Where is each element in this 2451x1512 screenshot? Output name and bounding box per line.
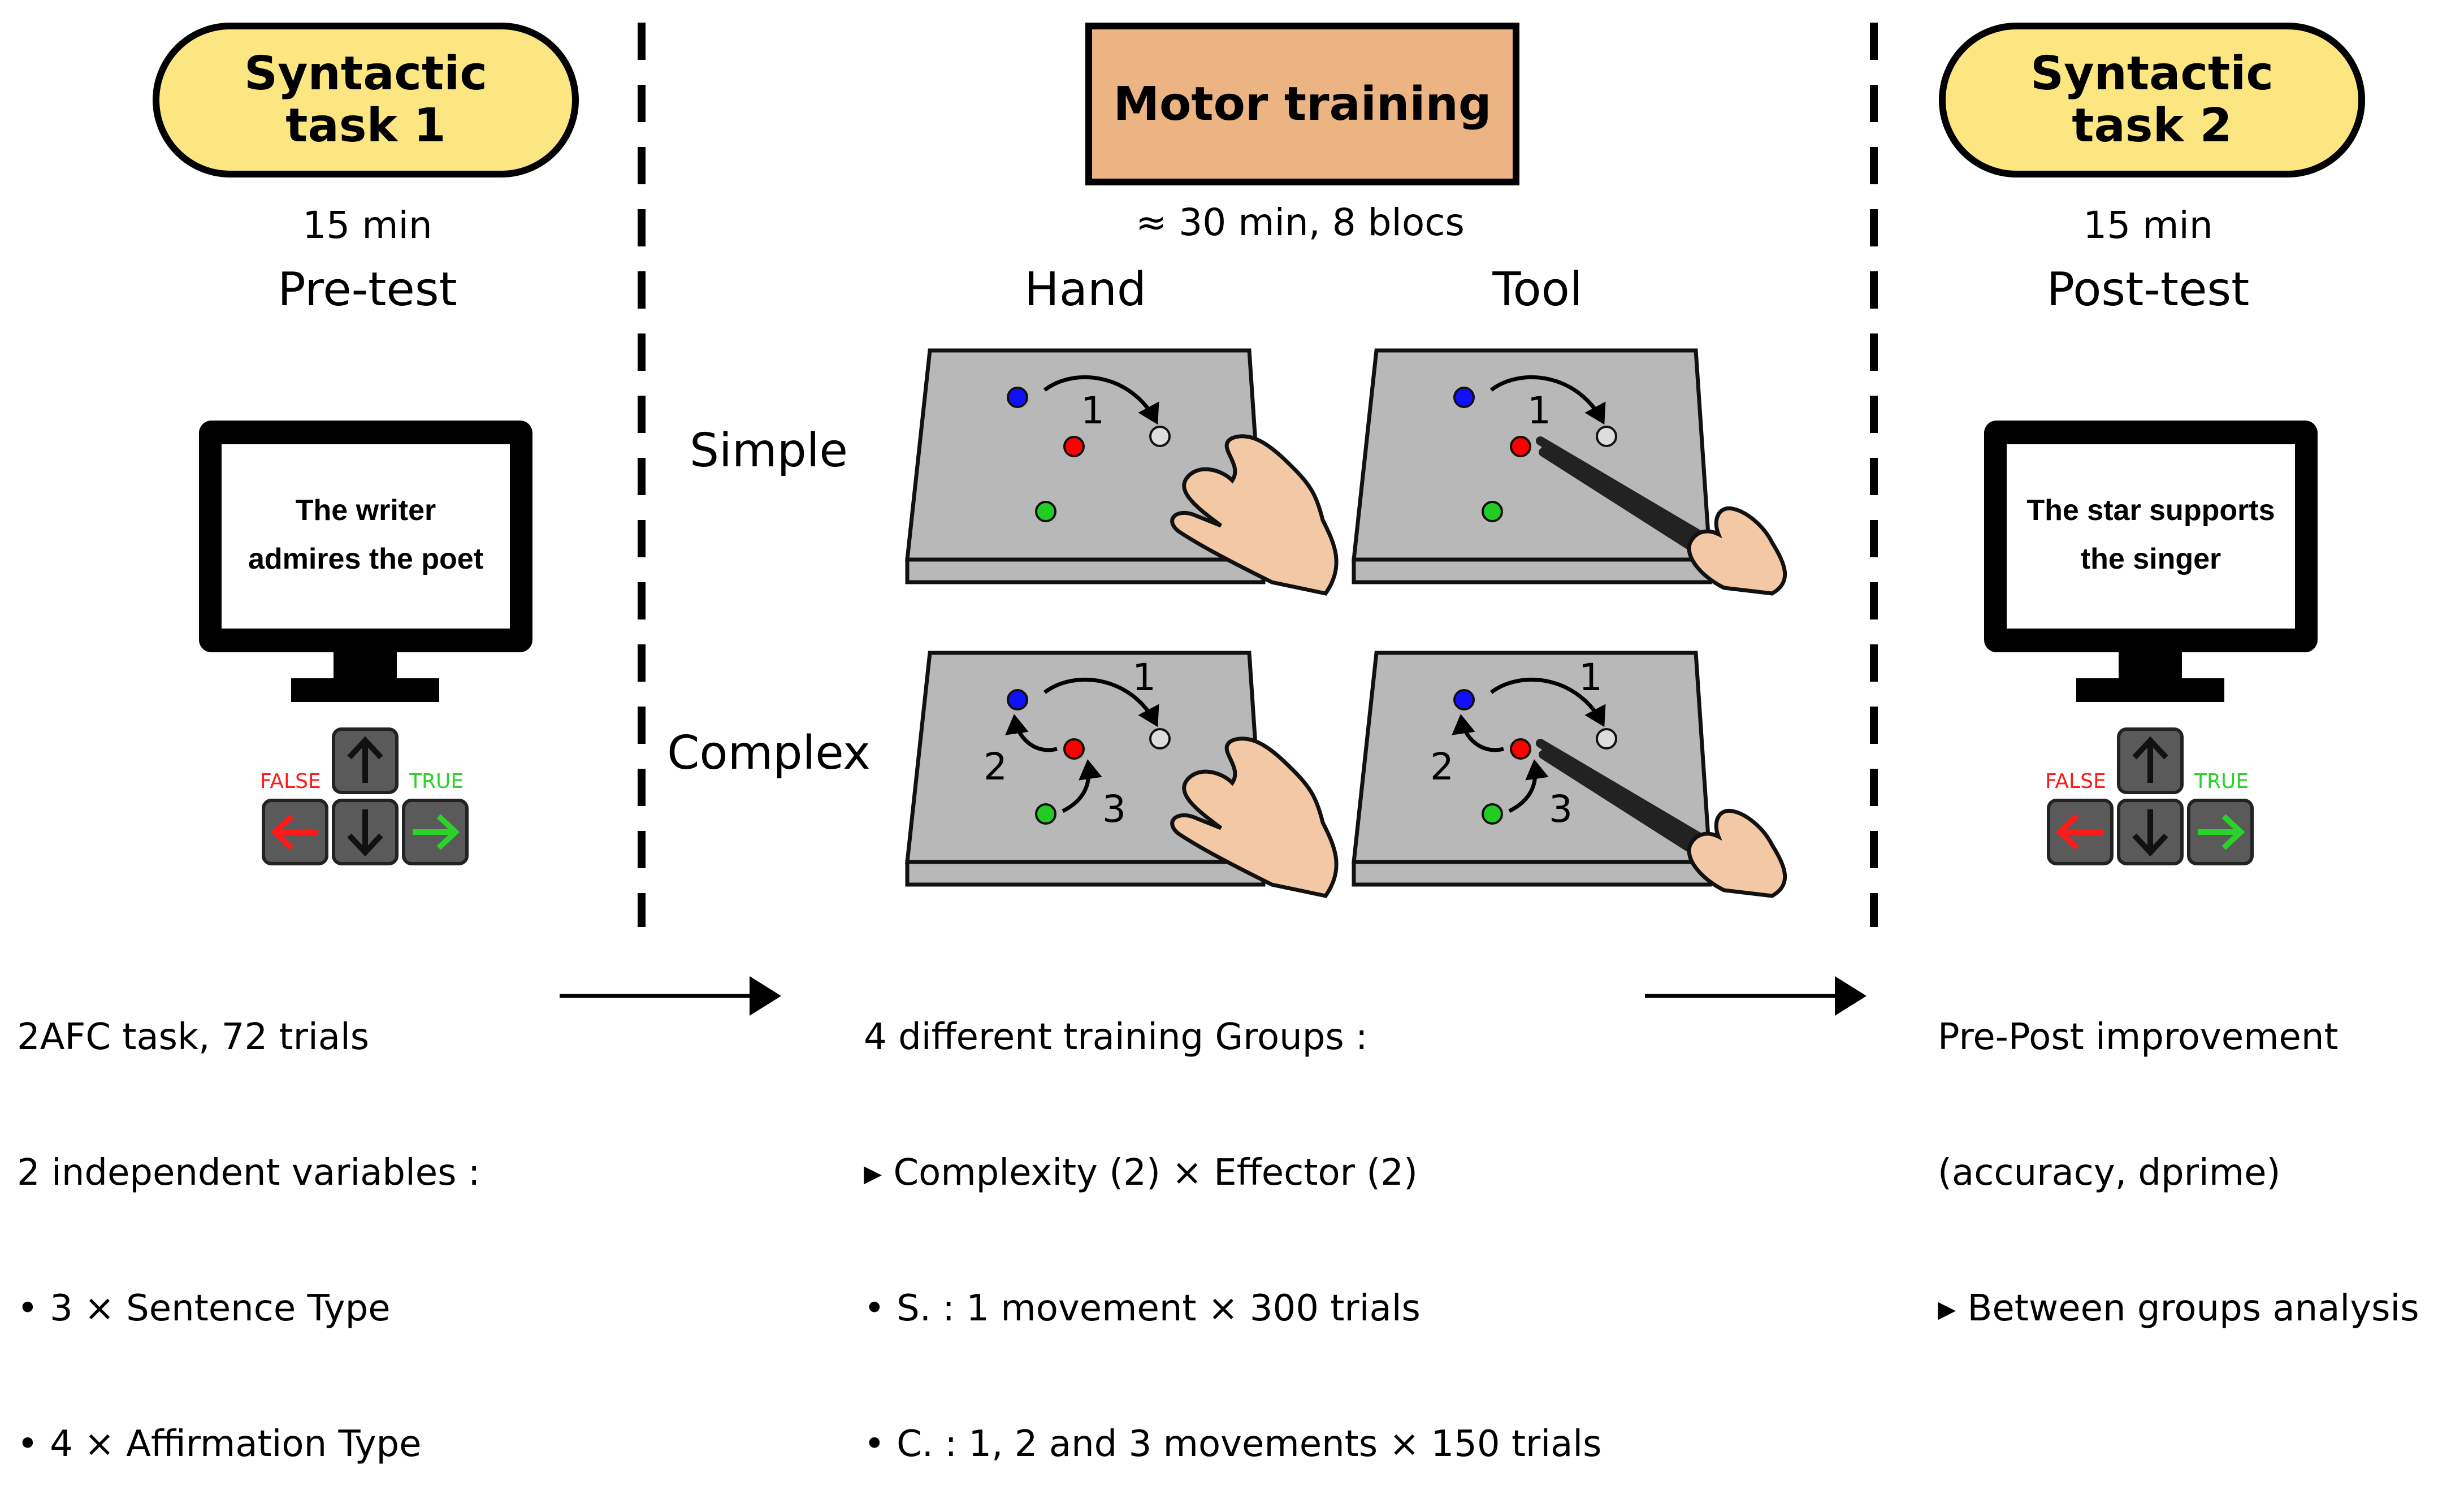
movement-arrow-3 bbox=[1062, 759, 1102, 813]
left-desc-line: 2AFC task, 72 trials bbox=[17, 1016, 370, 1058]
blue-dot bbox=[1007, 387, 1028, 408]
middle-desc-line: 4 different training Groups : bbox=[864, 1016, 1368, 1058]
left-desc-line: • 4 × Affirmation Type bbox=[17, 1423, 422, 1465]
left-desc-line: • 3 × Sentence Type bbox=[17, 1288, 391, 1329]
false-label-left: FALSE bbox=[260, 770, 321, 793]
posttest-label: Post-test bbox=[2046, 263, 2250, 317]
red-dot bbox=[1510, 738, 1531, 760]
up-arrow-icon bbox=[2132, 736, 2168, 783]
movement-arrow-2 bbox=[1005, 714, 1058, 752]
red-dot bbox=[1510, 436, 1531, 457]
red-dot bbox=[1063, 738, 1085, 760]
true-label-right: TRUE bbox=[2194, 770, 2249, 793]
target-dot bbox=[1149, 426, 1171, 447]
blue-dot bbox=[1007, 689, 1028, 710]
green-dot bbox=[1035, 501, 1056, 522]
right-desc-line: (accuracy, dprime) bbox=[1938, 1152, 2281, 1194]
screen-text-right: The star supports the singer bbox=[2007, 486, 2295, 583]
left-arrow-icon bbox=[270, 814, 318, 850]
movement-arrow-1 bbox=[1489, 677, 1606, 727]
up-arrow-icon bbox=[347, 736, 383, 783]
num-3-tool-complex: 3 bbox=[1549, 787, 1573, 831]
movement-arrow-1 bbox=[1043, 375, 1159, 425]
target-dot bbox=[1596, 728, 1617, 749]
green-dot bbox=[1482, 803, 1503, 825]
right-desc-line: Pre-Post improvement bbox=[1938, 1016, 2339, 1058]
right-description: Pre-Post improvement (accuracy, dprime) … bbox=[1938, 924, 2419, 1376]
middle-description: 4 different training Groups : ▸ Complexi… bbox=[864, 924, 1601, 1512]
target-dot bbox=[1596, 426, 1617, 447]
left-desc-line: 2 independent variables : bbox=[17, 1152, 480, 1194]
board-tool-simple bbox=[1352, 348, 1787, 596]
hand-icon bbox=[1687, 506, 1787, 596]
task1-duration: 15 min bbox=[302, 203, 432, 247]
movement-arrow-1 bbox=[1489, 375, 1606, 425]
down-arrow-icon bbox=[2132, 809, 2168, 857]
monitor-right bbox=[1984, 421, 2318, 702]
hand-icon bbox=[1170, 736, 1339, 898]
screen-right-line1: The star supports bbox=[2026, 494, 2275, 527]
arrow-keys-left bbox=[262, 727, 469, 865]
tongs-tool-icon bbox=[1536, 436, 1717, 561]
task1-title-line2: task 1 bbox=[285, 99, 446, 153]
tongs-tool-icon bbox=[1536, 739, 1717, 864]
middle-desc-line: • S. : 1 movement × 300 trials bbox=[864, 1288, 1421, 1329]
motor-duration: ≈ 30 min, 8 blocs bbox=[1136, 201, 1465, 244]
num-1-tool-complex: 1 bbox=[1579, 656, 1603, 699]
down-arrow-icon bbox=[347, 809, 383, 857]
hand-icon bbox=[1687, 808, 1787, 898]
row-complex-label: Complex bbox=[667, 726, 871, 780]
task2-title-line1: Syntactic bbox=[2030, 47, 2274, 101]
red-dot bbox=[1063, 436, 1085, 457]
middle-desc-line: • C. : 1, 2 and 3 movements × 150 trials bbox=[864, 1423, 1602, 1465]
num-2-tool-complex: 2 bbox=[1430, 745, 1454, 789]
blue-dot bbox=[1453, 689, 1475, 710]
screen-text-left: The writer admires the poet bbox=[222, 486, 510, 583]
pretest-label: Pre-test bbox=[278, 263, 457, 317]
col-hand-label: Hand bbox=[1024, 263, 1146, 317]
monitor-left bbox=[199, 421, 532, 702]
task1-title-line1: Syntactic bbox=[244, 47, 487, 101]
col-tool-label: Tool bbox=[1492, 263, 1583, 317]
board-tool-complex bbox=[1352, 651, 1787, 898]
diagram-graphics bbox=[199, 348, 2318, 1016]
right-arrow-icon bbox=[2198, 814, 2245, 850]
arrow-keys-right bbox=[2047, 727, 2254, 865]
movement-arrow-2 bbox=[1452, 714, 1504, 752]
left-arrow-icon bbox=[2055, 814, 2103, 850]
middle-desc-line: ▸ Complexity (2) × Effector (2) bbox=[864, 1152, 1418, 1194]
motor-training-title: Motor training bbox=[1113, 77, 1492, 131]
syntactic-task-2-pill: Syntactic task 2 bbox=[1939, 23, 2365, 177]
screen-left-line2: admires the poet bbox=[248, 543, 484, 575]
green-dot bbox=[1035, 803, 1056, 825]
true-label-left: TRUE bbox=[409, 770, 464, 793]
task2-title-line2: task 2 bbox=[2072, 99, 2232, 153]
task2-duration: 15 min bbox=[2083, 203, 2213, 247]
board-hand-complex bbox=[905, 651, 1339, 898]
green-dot bbox=[1482, 501, 1503, 522]
num-1-hand-complex: 1 bbox=[1132, 656, 1156, 699]
right-arrow-icon bbox=[413, 814, 460, 850]
right-separator bbox=[1870, 23, 1878, 927]
num-2-hand-complex: 2 bbox=[984, 745, 1007, 789]
row-simple-label: Simple bbox=[690, 424, 848, 478]
false-label-right: FALSE bbox=[2045, 770, 2106, 793]
right-desc-line: ▸ Between groups analysis bbox=[1938, 1288, 2419, 1329]
board-hand-simple bbox=[905, 348, 1339, 596]
left-description: 2AFC task, 72 trials 2 independent varia… bbox=[17, 924, 480, 1512]
screen-left-line1: The writer bbox=[295, 494, 436, 527]
screen-right-line2: the singer bbox=[2080, 543, 2222, 575]
training-boards bbox=[905, 348, 1787, 898]
motor-training-box: Motor training bbox=[1085, 23, 1519, 185]
target-dot bbox=[1149, 728, 1171, 749]
hand-icon bbox=[1170, 434, 1339, 596]
movement-arrow-1 bbox=[1043, 677, 1159, 727]
num-3-hand-complex: 3 bbox=[1102, 787, 1126, 831]
movement-arrow-3 bbox=[1508, 759, 1549, 813]
blue-dot bbox=[1453, 387, 1475, 408]
num-1-hand-simple: 1 bbox=[1081, 389, 1105, 432]
left-separator bbox=[638, 23, 646, 927]
num-1-tool-simple: 1 bbox=[1527, 389, 1551, 432]
